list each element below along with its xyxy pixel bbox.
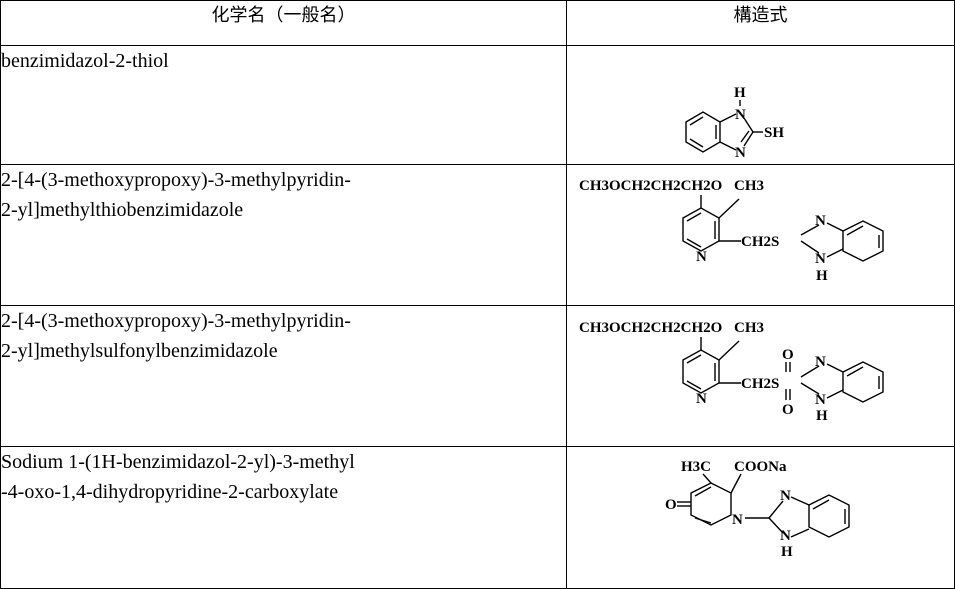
table-row: Sodium 1-(1H-benzimidazol-2-yl)-3-methyl…	[0, 446, 955, 589]
atom-label: H	[734, 85, 746, 101]
chemical-name-line: Sodium 1-(1H-benzimidazol-2-yl)-3-methyl	[1, 451, 355, 473]
atom-label: CH3	[734, 320, 764, 336]
structure-cell: H3C COONa O	[566, 446, 955, 589]
atom-label: H	[781, 544, 793, 560]
chemical-name-line: benzimidazol-2-thiol	[1, 50, 169, 72]
atom-label: O	[665, 497, 677, 513]
atom-label: N	[815, 251, 826, 267]
atom-label: N	[696, 249, 707, 265]
atom-label: CH3OCH2CH2CH2O	[579, 320, 722, 336]
atom-label: H3C	[681, 459, 711, 475]
atom-label: H	[816, 408, 828, 424]
table-row: 2-[4-(3-methoxypropoxy)-3-methylpyridin-…	[0, 164, 955, 306]
header-structure: 構造式	[566, 0, 955, 46]
atom-label: O	[782, 347, 794, 363]
chemical-name-line: 2-[4-(3-methoxypropoxy)-3-methylpyridin-	[1, 310, 351, 332]
atom-label: N	[732, 512, 743, 528]
atom-label: CH3	[734, 178, 764, 194]
table-row: benzimidazol-2-thiol	[0, 45, 955, 165]
structure-sodium-carboxylate: H3C COONa O	[665, 459, 850, 560]
structure-benzimidazol-thiol: H N N SH	[685, 85, 784, 161]
atom-label: H	[816, 268, 828, 284]
chemical-name-line: -4-oxo-1,4-dihydropyridine-2-carboxylate	[1, 481, 339, 503]
chemical-name-cell: 2-[4-(3-methoxypropoxy)-3-methylpyridin-…	[0, 164, 567, 306]
chemical-name-line: 2-yl]methylsulfonylbenzimidazole	[1, 340, 278, 362]
atom-label: N	[815, 354, 826, 370]
chemical-name-line: 2-[4-(3-methoxypropoxy)-3-methylpyridin-	[1, 169, 351, 191]
header-row: 化学名（一般名） 構造式	[0, 0, 955, 46]
atom-label: N	[780, 528, 791, 544]
structure-cell: CH3OCH2CH2CH2O CH3	[566, 305, 955, 447]
chemical-name-line: 2-yl]methylthiobenzimidazole	[1, 199, 244, 221]
atom-label: COONa	[734, 459, 787, 475]
atom-label: N	[735, 145, 746, 161]
header-chemical-name: 化学名（一般名）	[0, 0, 567, 46]
atom-label: N	[696, 391, 707, 407]
atom-label: N	[815, 392, 826, 408]
chemical-name-cell: 2-[4-(3-methoxypropoxy)-3-methylpyridin-…	[0, 305, 567, 447]
chemical-name-cell: Sodium 1-(1H-benzimidazol-2-yl)-3-methyl…	[0, 446, 567, 589]
atom-label: N	[815, 213, 826, 229]
structure-cell: CH3OCH2CH2CH2O CH3	[566, 164, 955, 306]
atom-label: CH2S	[741, 234, 779, 250]
atom-label: CH3OCH2CH2CH2O	[579, 178, 722, 194]
atom-label: N	[780, 488, 791, 504]
atom-label: SH	[764, 125, 784, 141]
structure-cell: H N N SH	[566, 45, 955, 165]
structure-methylsulfonylbenzimidazole: CH3OCH2CH2CH2O CH3	[579, 320, 884, 424]
atom-label: O	[782, 402, 794, 418]
structure-methylthiobenzimidazole: CH3OCH2CH2CH2O CH3	[579, 178, 884, 284]
atom-label: CH2S	[741, 376, 779, 392]
atom-label: N	[735, 107, 746, 123]
table-row: 2-[4-(3-methoxypropoxy)-3-methylpyridin-…	[0, 305, 955, 447]
chemical-name-cell: benzimidazol-2-thiol	[0, 45, 567, 165]
